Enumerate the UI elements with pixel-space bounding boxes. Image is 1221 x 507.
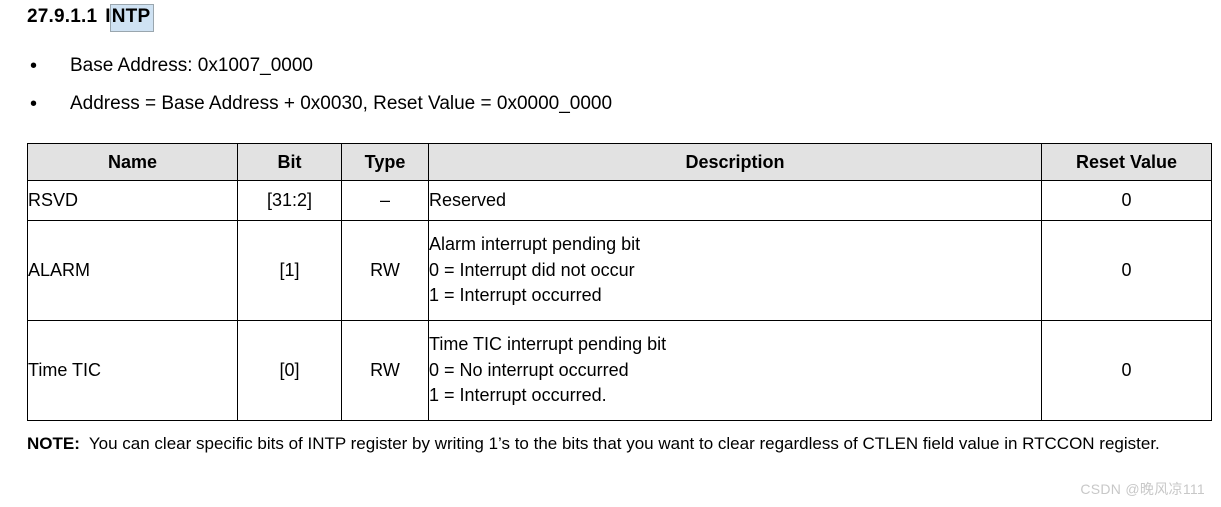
cell-name: RSVD [27,180,238,221]
heading-title-highlight: NTP [109,4,155,32]
cell-description: Reserved [428,180,1042,221]
cell-name: ALARM [27,220,238,321]
table-row: RSVD [31:2] – Reserved 0 [27,180,1212,221]
note-block: NOTE: You can clear specific bits of INT… [27,432,1207,457]
bullet-marker-icon: • [30,93,38,115]
column-header-type: Type [341,143,429,181]
page-heading: 27.9.1.1 INTP [27,4,155,32]
base-address-text: Base Address: 0x1007_0000 [70,55,313,76]
cell-type: RW [341,320,429,421]
note-body: You can clear specific bits of INTP regi… [89,432,1207,457]
cell-description: Time TIC interrupt pending bit 0 = No in… [428,320,1042,421]
heading-title-prefix: I [105,6,111,27]
column-header-reset-value: Reset Value [1041,143,1212,181]
cell-type: RW [341,220,429,321]
note-label: NOTE: [27,434,80,453]
table-header-row: Name Bit Type Description Reset Value [27,143,1212,181]
table-row: ALARM [1] RW Alarm interrupt pending bit… [27,220,1212,321]
bullet-marker-icon: • [30,55,38,77]
column-header-bit: Bit [237,143,342,181]
list-item: • Base Address: 0x1007_0000 [27,56,1187,94]
description-line: Alarm interrupt pending bit [429,234,641,255]
description-line: Time TIC interrupt pending bit [429,334,667,355]
description-line: Reserved [429,189,507,210]
cell-reset-value: 0 [1041,320,1212,421]
list-item: • Address = Base Address + 0x0030, Reset… [27,94,1187,132]
column-header-description: Description [428,143,1042,181]
column-header-name: Name [27,143,238,181]
cell-reset-value: 0 [1041,220,1212,321]
heading-section-number: 27.9.1.1 [27,6,98,27]
description-line: 1 = Interrupt occurred. [429,385,607,406]
cell-name: Time TIC [27,320,238,421]
info-bullet-list: • Base Address: 0x1007_0000 • Address = … [27,56,1187,132]
description-line: 0 = No interrupt occurred [429,359,629,380]
description-line: 1 = Interrupt occurred [429,285,602,306]
note-line: You can clear specific bits of INTP regi… [88,434,955,453]
cell-bit: [0] [237,320,342,421]
cell-bit: [1] [237,220,342,321]
cell-bit: [31:2] [237,180,342,221]
csdn-watermark: CSDN @晚风凉111 [1080,481,1205,497]
address-reset-text: Address = Base Address + 0x0030, Reset V… [70,93,613,114]
heading-title: INTP [105,4,155,32]
description-line: 0 = Interrupt did not occur [429,259,635,280]
cell-type: – [341,180,429,221]
cell-description: Alarm interrupt pending bit 0 = Interrup… [428,220,1042,321]
note-line: value in RTCCON register. [958,434,1160,453]
cell-reset-value: 0 [1041,180,1212,221]
table-row: Time TIC [0] RW Time TIC interrupt pendi… [27,320,1212,421]
register-field-table: Name Bit Type Description Reset Value RS… [27,143,1212,421]
